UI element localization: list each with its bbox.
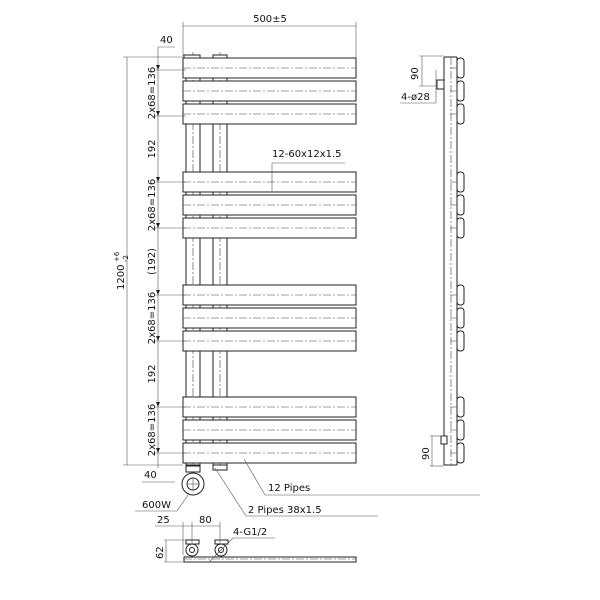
spacing-dimension-label: 2x68=136 (147, 404, 158, 456)
spacing-dimensions: 2x68=136 192 2x68=136 (192) 2x68=136 192 2x68=… (147, 65, 186, 456)
bar-profile (456, 217, 465, 239)
bar-profile (456, 396, 465, 418)
bar-profile (456, 80, 465, 102)
bar-profile (456, 330, 465, 352)
edge-dimension: 25 (157, 515, 170, 526)
wall-bracket (436, 79, 445, 90)
front-view: 500±5 40 1200 +6 -2 2x68=136 192 2x68=136 (… (113, 14, 480, 517)
bar-size-callout: 12-60x12x1.5 (272, 149, 342, 160)
depth-dimension: 62 (155, 546, 166, 559)
side-view: 90 4-ø28 90 (400, 55, 465, 467)
horizontal-pipes-label: 12 Pipes (268, 483, 310, 494)
wall-bracket (440, 435, 448, 445)
bar-profile (456, 57, 465, 79)
vertical-pipes-label: 2 Pipes 38x1.5 (248, 505, 322, 516)
spacing-dimension-label: 2x68=136 (147, 179, 158, 231)
pipe-spacing-dimension: 80 (199, 515, 212, 526)
bottom-view: 25 80 4-G1/2 62 (155, 515, 357, 563)
height-dimension: 1200 (116, 265, 127, 290)
top-offset-dimension: 40 (160, 35, 173, 46)
bar-profile (456, 284, 465, 306)
spacing-dimension-label: 192 (147, 364, 158, 383)
height-tolerance-lower: -2 (122, 255, 130, 262)
bottom-bracket-dimension: 90 (421, 447, 432, 460)
connection-label: 4-G1/2 (233, 527, 267, 538)
heating-element (181, 465, 205, 496)
top-bracket-dimension: 90 (410, 67, 421, 80)
width-dimension: 500±5 (253, 14, 287, 25)
bar-profile (456, 442, 465, 464)
bracket-hole-label: 4-ø28 (401, 92, 430, 103)
horizontal-bars (182, 57, 357, 464)
element-power-label: 600W (142, 500, 171, 511)
bar-profile (456, 419, 465, 441)
bottom-offset-dimension: 40 (144, 470, 157, 481)
bar-profile (456, 307, 465, 329)
spacing-dimension-label: 192 (147, 139, 158, 158)
spacing-dimension-label: 2x68=136 (147, 292, 158, 344)
bar-profile (456, 103, 465, 125)
height-tolerance-upper: +6 (113, 251, 121, 262)
spacing-dimension-label: 2x68=136 (147, 67, 158, 119)
spacing-dimension-label: (192) (147, 248, 158, 275)
connection-right (214, 543, 228, 557)
bar-profile (456, 171, 465, 193)
bar-profile (456, 194, 465, 216)
connection-left (185, 543, 199, 557)
